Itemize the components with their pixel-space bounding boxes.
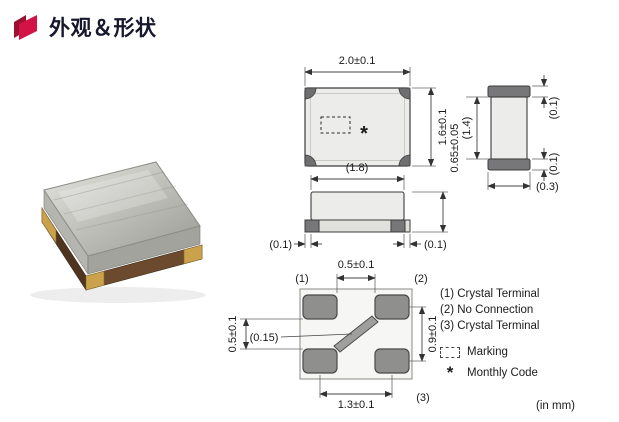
dim-total-height-label: 0.65±0.05	[449, 124, 461, 173]
dim-pitch-y-label: 0.9±0.1	[427, 316, 439, 353]
legend-marking-label: Marking	[467, 346, 508, 358]
corner-castellation	[304, 154, 317, 167]
marking-box-icon	[440, 346, 460, 358]
pin2-label: (2)	[414, 273, 427, 285]
pad-4	[302, 348, 338, 374]
pin3-label: (3)	[416, 392, 429, 404]
brushed-line	[63, 185, 177, 215]
pin1-label: (1)	[295, 273, 308, 285]
dim-end-bottomcap-label: (0.1)	[548, 153, 560, 176]
dim-end-topcap-label: (0.1)	[548, 97, 560, 120]
brushed-line	[75, 203, 189, 231]
legend-monthly-row: * Monthly Code	[440, 363, 539, 382]
dim-pitch-x-label: 1.3±0.1	[338, 399, 375, 411]
pad-1	[302, 294, 338, 320]
legend-marking-row: Marking	[440, 344, 539, 360]
end-terminal-top	[487, 85, 531, 98]
dim-bar-width-label: (0.15)	[250, 332, 279, 344]
dim-pad-gap-y-label: 0.5±0.1	[227, 316, 239, 353]
dim-top-width-label: 2.0±0.1	[339, 55, 376, 67]
page-title: 外观＆形状	[49, 17, 157, 40]
end-terminal-bottom	[487, 158, 531, 171]
pad-2	[374, 294, 410, 320]
gold-terminal-bottom	[85, 270, 105, 291]
photo-shadow	[30, 287, 206, 303]
side-terminal-left	[304, 219, 320, 233]
units-note: (in mm)	[536, 400, 575, 412]
legend-monthly-label: Monthly Code	[467, 367, 538, 379]
dim-pad-gap-x-label: 0.5±0.1	[338, 259, 375, 271]
dim-left-overhang-label: (0.1)	[269, 239, 292, 251]
dim-top-height-label: 1.6±0.1	[437, 109, 449, 146]
legend-pin2: (2) No Connection	[440, 304, 534, 316]
component-photo	[18, 142, 208, 312]
legend: (1) Crystal Terminal (2) No Connection (…	[440, 286, 539, 381]
bottom-view: 0.5±0.1 (1) (2) (3) 0.5±0.1 (0.15) 0.9±0…	[227, 259, 439, 411]
corner-castellation	[398, 154, 411, 167]
legend-pin1: (1) Crystal Terminal	[440, 288, 540, 300]
pad-3	[374, 348, 410, 374]
dim-end-body-label: (1.4)	[461, 117, 473, 140]
side-terminal-right	[390, 219, 406, 233]
section-marker-icon	[14, 15, 37, 40]
monthly-code-star: *	[360, 123, 368, 145]
dim-lid-width-label: (1.8)	[346, 162, 369, 174]
dim-end-wrap-label: (0.3)	[536, 181, 559, 193]
gold-terminal-right	[183, 244, 203, 265]
corner-castellation	[398, 87, 411, 100]
icon-front-face	[19, 15, 37, 40]
asterisk-icon: *	[446, 363, 454, 382]
corner-castellation	[304, 87, 317, 100]
section-header: 外观＆形状	[12, 12, 157, 42]
lid-highlight	[58, 170, 168, 222]
crystal-photo-render	[30, 161, 206, 303]
legend-pin3: (3) Crystal Terminal	[440, 320, 540, 332]
brushed-line	[53, 171, 165, 201]
dim-right-overhang-label: (0.1)	[424, 239, 447, 251]
top-view: * 2.0±0.1 1.6±0.1	[304, 55, 449, 167]
side-view: (1.8) (0.1) (0.1) 0.65±0.05	[269, 124, 461, 251]
gold-terminal-left	[41, 206, 57, 244]
interconnect-bar	[333, 315, 379, 353]
end-view: (1.4) (0.1) (0.1) (0.3)	[461, 75, 560, 193]
lid-top-face	[43, 161, 201, 257]
